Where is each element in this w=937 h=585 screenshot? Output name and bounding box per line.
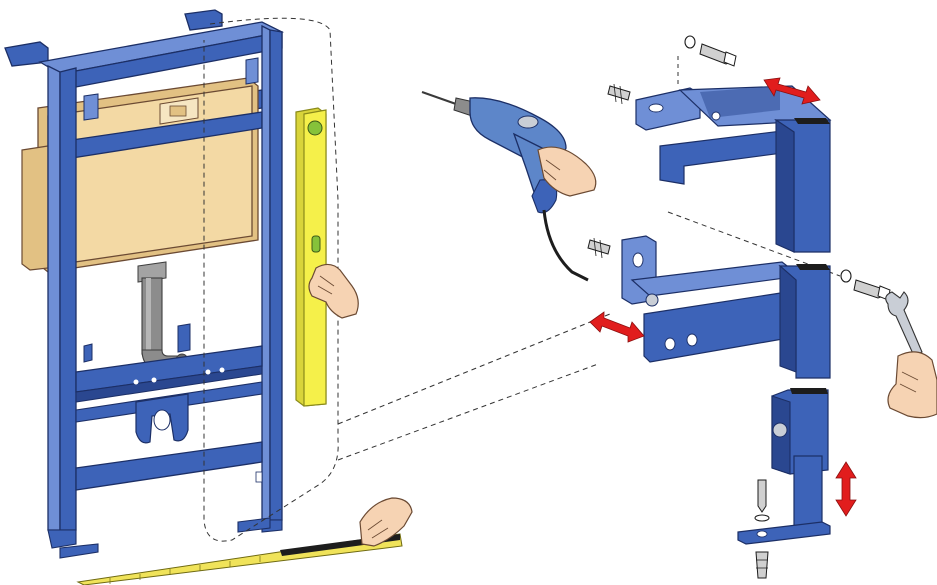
leader-line-1 xyxy=(337,313,611,425)
tape-measure-icon xyxy=(76,497,413,585)
wall-plug-icon xyxy=(607,83,631,105)
upper-wall-bracket xyxy=(607,35,832,253)
double-arrow-icon-2 xyxy=(589,311,645,343)
double-arrow-icon xyxy=(763,77,821,105)
adjustable-leg xyxy=(737,388,831,579)
double-arrow-icon-3 xyxy=(835,461,857,517)
wall-frame xyxy=(4,9,285,559)
spirit-level-icon xyxy=(295,107,327,407)
bolt-icon xyxy=(684,35,737,67)
leader-line-2 xyxy=(337,363,599,461)
wall-plug-icon-2 xyxy=(587,237,611,259)
hand-on-level xyxy=(308,263,359,319)
callout-outline xyxy=(203,17,339,542)
hand-on-wrench xyxy=(887,351,937,419)
wrench-icon xyxy=(885,291,923,357)
middle-wall-bracket xyxy=(587,235,891,379)
alignment-line xyxy=(667,211,841,277)
power-drill-icon xyxy=(421,91,597,282)
